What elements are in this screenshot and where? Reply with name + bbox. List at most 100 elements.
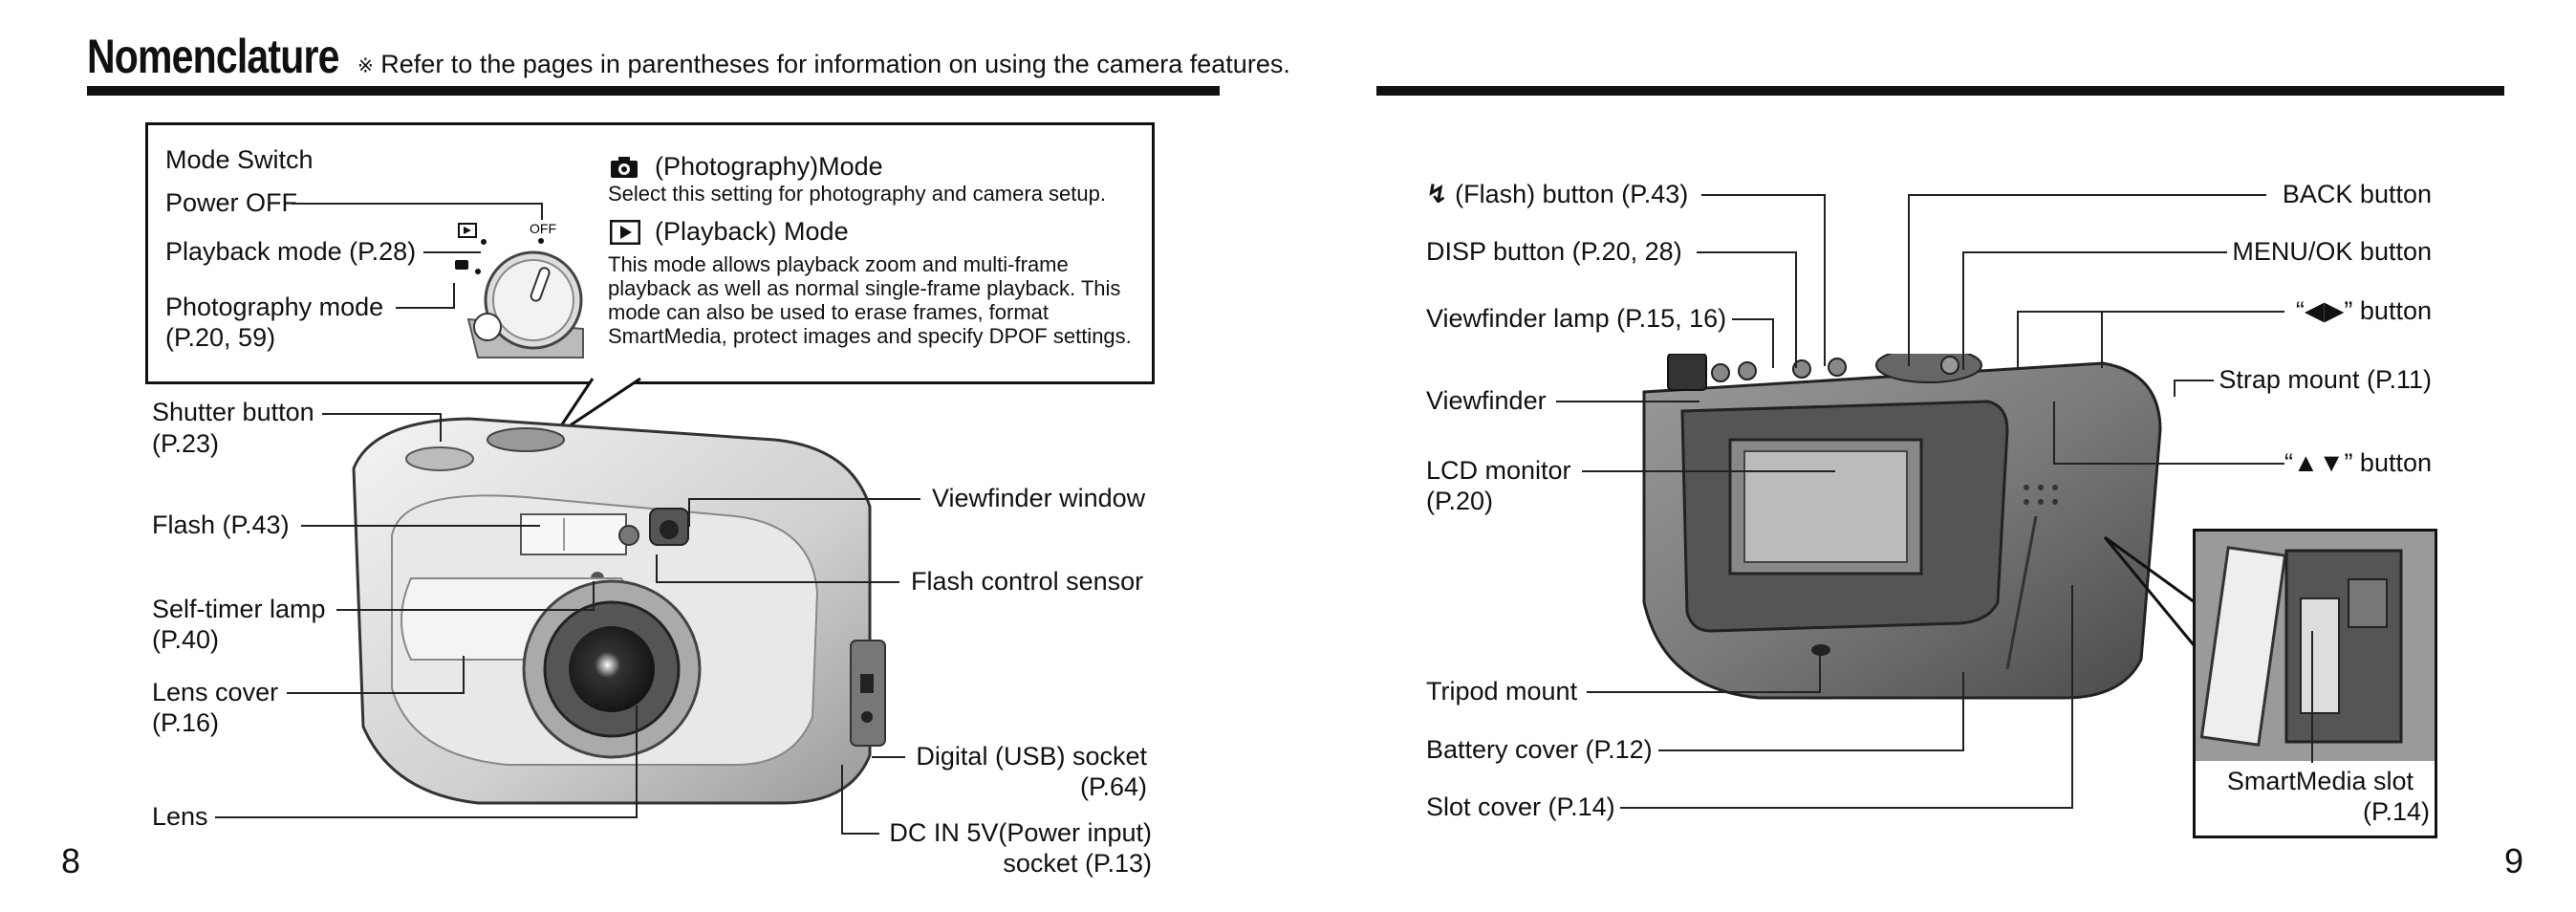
slot-cover-line	[1620, 807, 2073, 809]
disp-button-line	[1697, 251, 1797, 253]
dial-off-text: OFF	[530, 221, 556, 236]
photography-mode-label: Photography mode	[165, 293, 384, 321]
left-right-button-label: “◀▶” button	[2295, 296, 2432, 325]
tripod-mount-line	[1587, 691, 1821, 693]
mode-switch-label: Mode Switch	[165, 145, 314, 174]
back-button-line	[1908, 194, 2266, 196]
dc-in-label: DC IN 5V(Power input)	[889, 818, 1152, 847]
battery-cover-line-v	[1962, 672, 1964, 751]
battery-cover-label: Battery cover (P.12)	[1426, 735, 1653, 764]
slot-cover-line-v	[2071, 585, 2073, 809]
lens-cover-label: Lens cover	[152, 678, 279, 706]
usb-socket-label: Digital (USB) socket	[916, 742, 1147, 771]
flash-sensor-line-v	[656, 554, 658, 583]
up-down-button-line-v	[2053, 402, 2055, 465]
lens-cover-page: (P.16)	[152, 708, 220, 737]
left-header-rule	[87, 86, 1220, 96]
usb-socket-line	[872, 756, 905, 758]
lens-cover-line-v	[463, 656, 465, 694]
camera-back-illustration	[1642, 354, 2162, 700]
power-off-line	[292, 203, 542, 205]
lens-cover-line	[287, 692, 464, 694]
page-number-right: 9	[2504, 841, 2524, 880]
inset-pointer	[2103, 535, 2197, 647]
playback-mode-text-3: mode can also be used to erase frames, f…	[608, 300, 1050, 324]
photography-mode-heading: (Photography)Mode	[655, 152, 883, 181]
lcd-monitor-page: (P.20)	[1426, 487, 1494, 515]
menu-ok-button-line-v	[1962, 251, 1964, 370]
flash-line	[301, 525, 540, 527]
playback-mode-text-4: SmartMedia, protect images and specify D…	[608, 324, 1132, 348]
flash-button-text: (Flash) button (P.43)	[1455, 180, 1689, 208]
disp-button-line-v	[1795, 251, 1797, 368]
smartmedia-inset-illustration	[2196, 532, 2435, 761]
left-right-button-line-v1	[2017, 311, 2019, 368]
power-off-line-v	[541, 203, 543, 220]
flash-sensor-line	[656, 581, 899, 583]
left-right-button-line	[2017, 311, 2284, 313]
flash-button-line	[1701, 194, 1826, 196]
lens-line-v	[636, 706, 638, 818]
up-down-button-line	[2055, 463, 2284, 465]
tripod-mount-line-v	[1819, 653, 1821, 693]
photography-mode-line	[396, 307, 455, 309]
smartmedia-slot-label: SmartMedia slot	[2226, 767, 2414, 795]
lcd-monitor-line	[1582, 470, 1835, 472]
back-button-line-v	[1908, 194, 1910, 366]
viewfinder-line	[1556, 401, 1699, 402]
viewfinder-lamp-line	[1732, 318, 1774, 320]
self-timer-line-v	[593, 581, 595, 610]
viewfinder-lamp-label: Viewfinder lamp (P.15, 16)	[1426, 304, 1727, 333]
viewfinder-lamp-line-v	[1772, 318, 1774, 368]
right-header-rule	[1376, 86, 2504, 96]
left-right-button-line-v2	[2101, 311, 2103, 368]
viewfinder-label: Viewfinder	[1426, 386, 1547, 415]
dc-in-line-v	[841, 765, 843, 834]
menu-ok-button-label: MENU/OK button	[2232, 237, 2432, 266]
smartmedia-slot-line-v	[2311, 631, 2313, 763]
lens-line	[215, 816, 638, 818]
playback-icon	[610, 220, 640, 245]
lcd-monitor-label: LCD monitor	[1426, 456, 1571, 485]
mode-switch-callout	[145, 122, 1155, 384]
viewfinder-window-line-v	[688, 498, 690, 527]
usb-socket-page: (P.64)	[1079, 772, 1147, 801]
flash-button-label: ↯ (Flash) button (P.43)	[1426, 179, 1688, 209]
shutter-button-line	[322, 413, 442, 415]
mode-dial-illustration: OFF	[455, 221, 584, 358]
viewfinder-window-label: Viewfinder window	[932, 484, 1146, 512]
strap-mount-line	[2176, 380, 2214, 381]
photography-mode-pages: (P.20, 59)	[165, 323, 276, 352]
self-timer-label: Self-timer lamp	[152, 595, 326, 623]
back-button-label: BACK button	[2282, 180, 2432, 208]
battery-cover-line	[1658, 749, 1964, 751]
shutter-button-label: Shutter button	[152, 398, 314, 426]
flash-button-line-v	[1824, 194, 1826, 366]
strap-mount-line-v	[2174, 380, 2176, 397]
smartmedia-slot-page: (P.14)	[2362, 797, 2430, 826]
playback-mode-text-1: This mode allows playback zoom and multi…	[608, 252, 1069, 276]
playback-mode-heading: (Playback) Mode	[655, 217, 849, 246]
flash-sensor-label: Flash control sensor	[911, 567, 1144, 596]
flash-bolt-icon: ↯	[1426, 180, 1448, 208]
self-timer-line	[336, 609, 595, 611]
power-off-label: Power OFF	[165, 188, 298, 217]
header-note: ※ Refer to the pages in parentheses for …	[357, 50, 1290, 79]
slot-cover-label: Slot cover (P.14)	[1426, 793, 1615, 821]
playback-mode-line	[423, 251, 481, 253]
photography-mode-text: Select this setting for photography and …	[608, 182, 1106, 206]
disp-button-label: DISP button (P.20, 28)	[1426, 237, 1682, 266]
shutter-button-page: (P.23)	[152, 429, 220, 458]
viewfinder-window-line	[688, 498, 920, 500]
self-timer-page: (P.40)	[152, 625, 220, 654]
dc-in-page: socket (P.13)	[1003, 849, 1152, 878]
dc-in-line	[841, 833, 879, 835]
playback-mode-text-2: playback as well as normal single-frame …	[608, 276, 1121, 300]
strap-mount-label: Strap mount (P.11)	[2219, 365, 2432, 394]
camera-front-illustration	[352, 417, 886, 805]
note-mark: ※	[357, 55, 374, 77]
lens-label: Lens	[152, 802, 208, 831]
shutter-button-line-v	[440, 413, 442, 442]
flash-label: Flash (P.43)	[152, 510, 290, 539]
playback-mode-label: Playback mode (P.28)	[165, 237, 417, 266]
